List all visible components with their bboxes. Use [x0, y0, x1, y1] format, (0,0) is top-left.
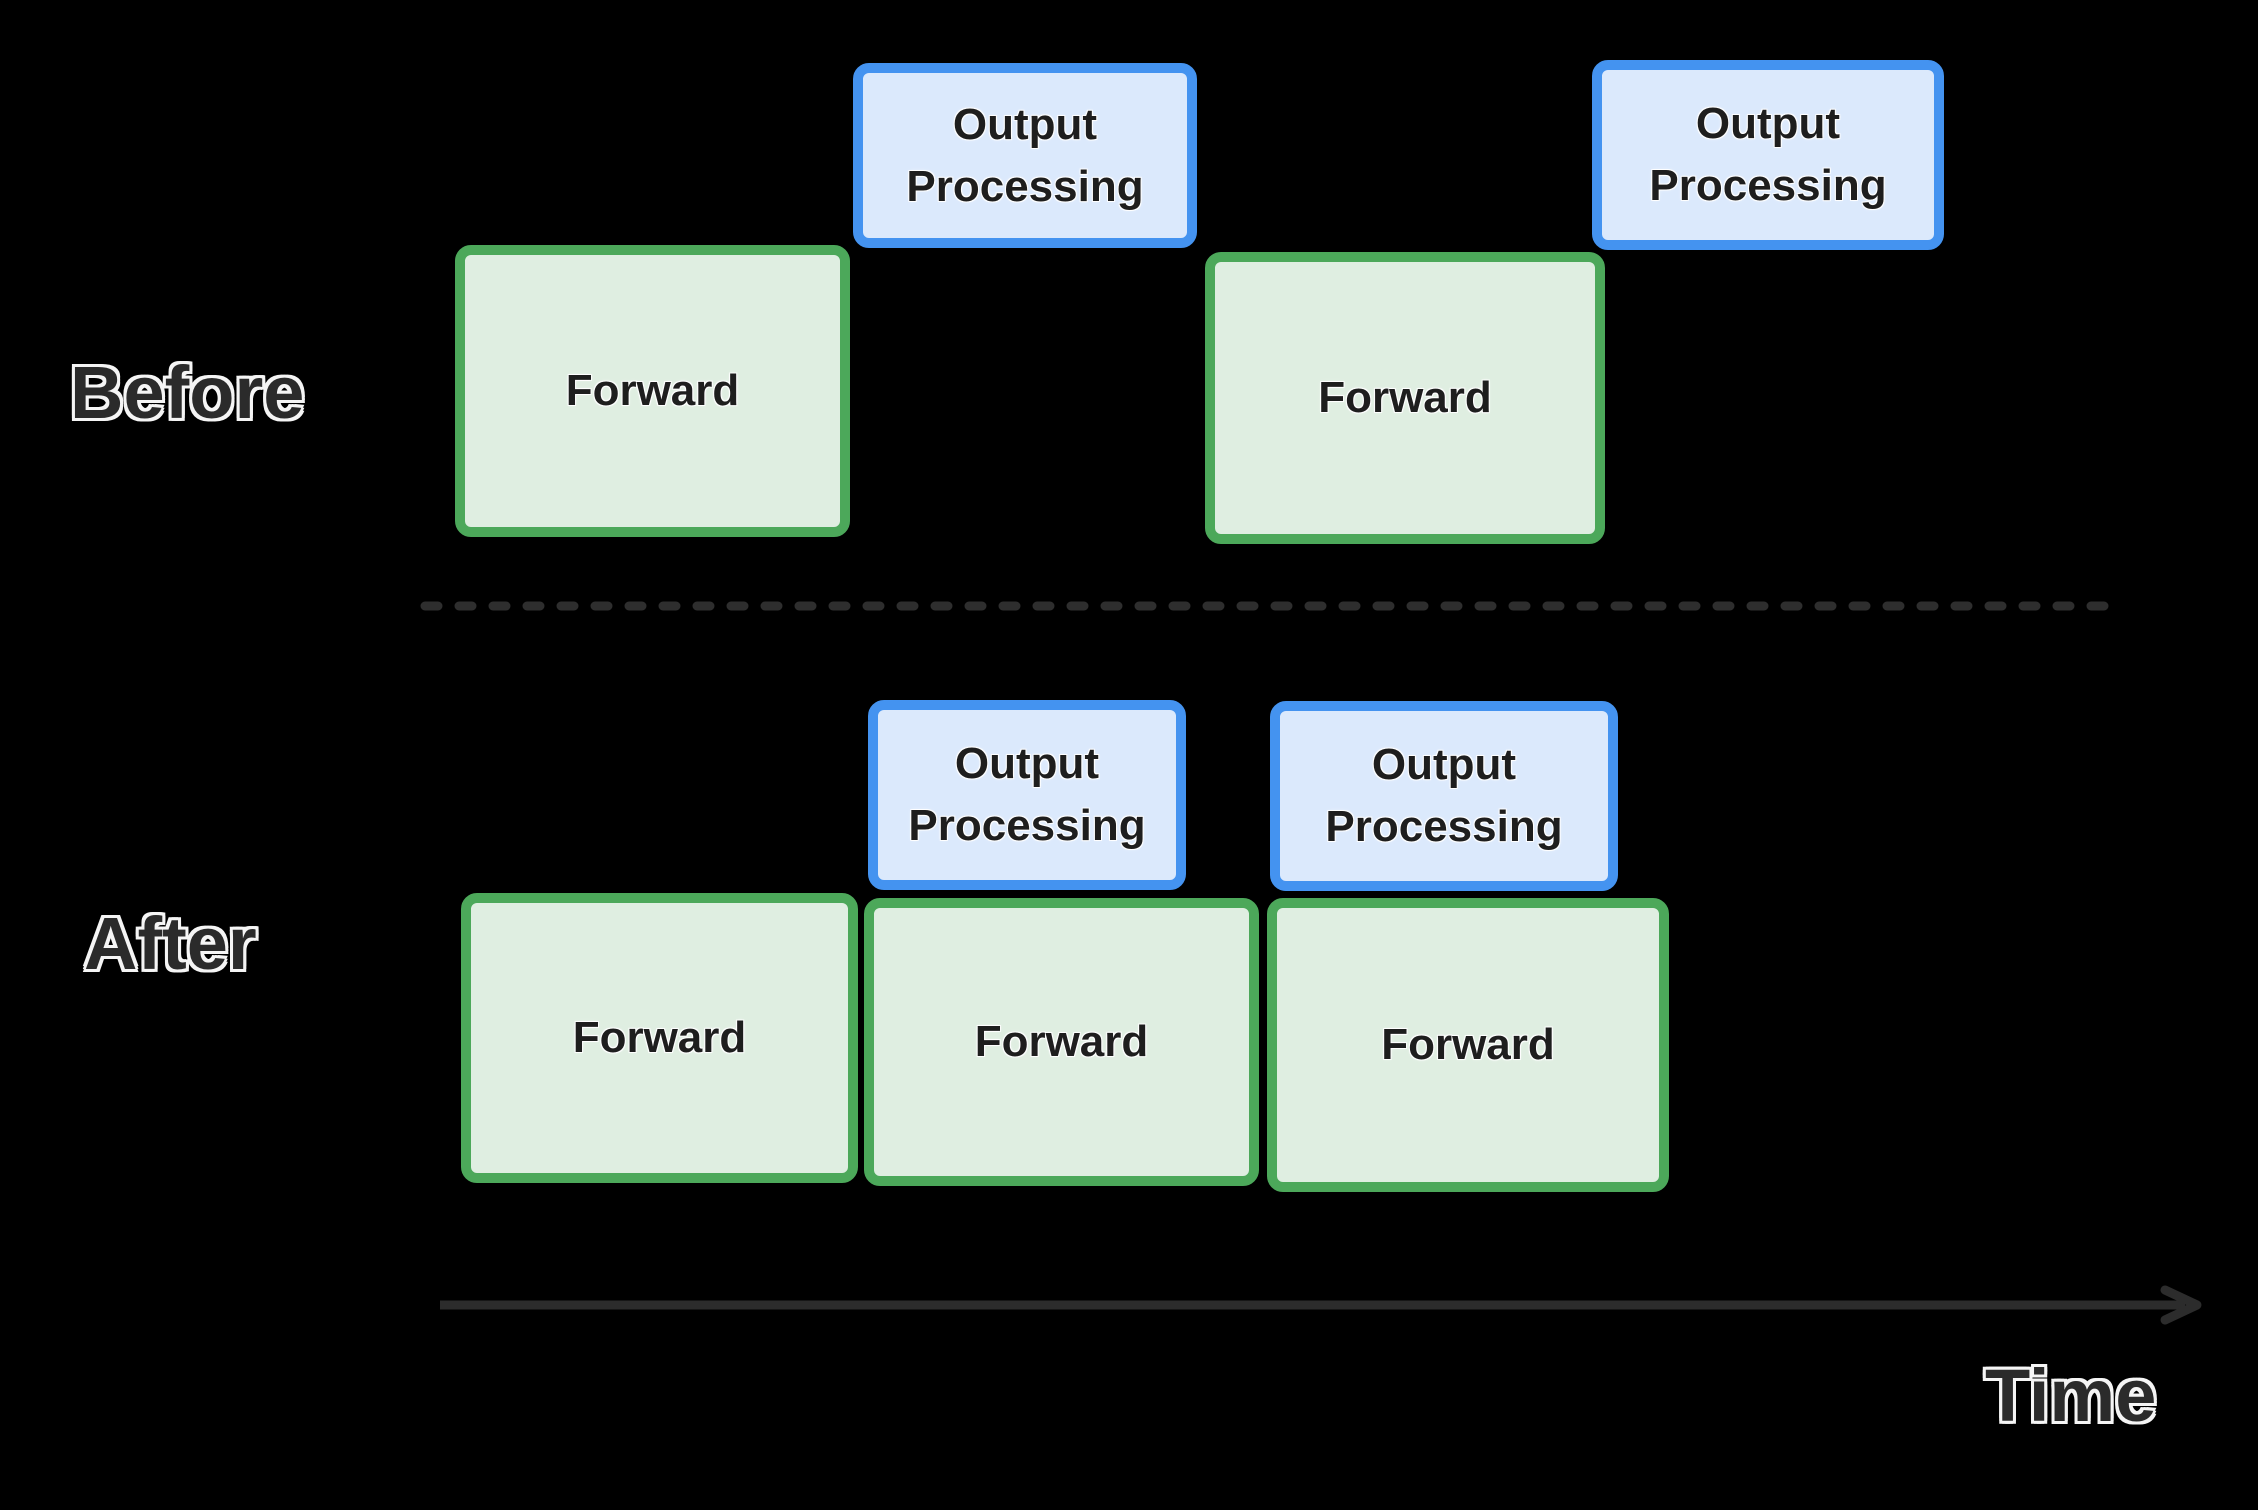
box-label: Forward	[572, 1013, 747, 1063]
after-forward-2: Forward	[864, 898, 1259, 1186]
box-label: Output Processing	[908, 739, 1146, 850]
before-forward-2: Forward	[1205, 252, 1605, 544]
after-output-processing-1: Output Processing	[868, 700, 1186, 890]
before-section-label: Before	[70, 351, 305, 434]
box-label: Output Processing	[1325, 740, 1563, 851]
box-label: Forward	[565, 366, 740, 416]
box-label: Forward	[1318, 373, 1492, 423]
after-forward-1: Forward	[461, 893, 858, 1183]
box-label: Forward	[1381, 1020, 1555, 1070]
after-forward-3: Forward	[1267, 898, 1669, 1192]
box-label: Output Processing	[1649, 99, 1887, 210]
before-forward-1: Forward	[455, 245, 850, 537]
time-axis-label: Time	[1985, 1354, 2157, 1437]
before-output-processing-2: Output Processing	[1592, 60, 1944, 250]
box-label: Output Processing	[906, 99, 1144, 211]
box-label: Forward	[974, 1017, 1149, 1067]
after-output-processing-2: Output Processing	[1270, 701, 1618, 891]
after-section-label: After	[84, 902, 257, 985]
before-output-processing-1: Output Processing	[853, 63, 1197, 248]
